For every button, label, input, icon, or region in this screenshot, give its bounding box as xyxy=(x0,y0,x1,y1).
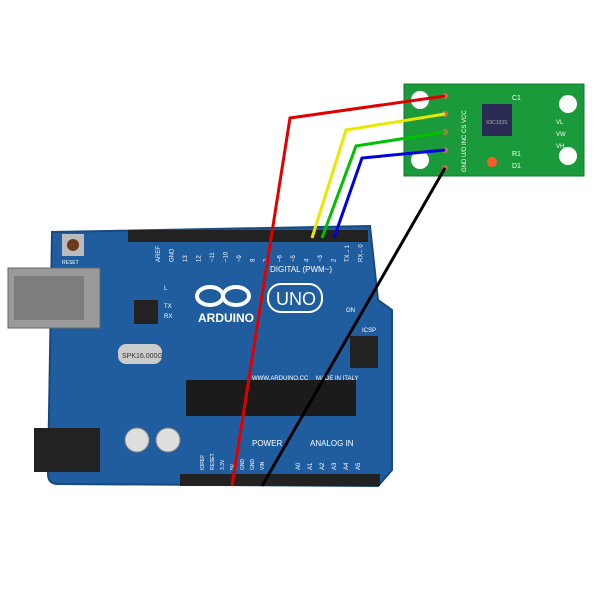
wire-ud xyxy=(332,148,446,239)
pot-pin-label: VL xyxy=(556,120,564,126)
capacitor xyxy=(124,427,150,453)
crystal xyxy=(118,344,162,364)
digital-label: DIGITAL (PWM~) xyxy=(270,265,332,274)
x9c103s-chip xyxy=(482,104,512,136)
tx-label: TX xyxy=(164,304,172,310)
digital-pin-label: 12 xyxy=(197,255,203,262)
analog-label: ANALOG IN xyxy=(310,439,354,448)
digital-pin-label: 13 xyxy=(183,255,189,262)
power-pin-label: RESET xyxy=(210,453,216,470)
digital-pin-label: ~9 xyxy=(237,254,243,262)
power-pin-label: IOREF xyxy=(200,455,206,470)
icsp-label: ICSP xyxy=(362,328,376,334)
reset-label: RESET xyxy=(62,260,79,266)
module-pin-labels: GND U/D INC CS VCC xyxy=(462,110,468,172)
power-pin-label: 3.3V xyxy=(220,459,226,470)
board-model: UNO xyxy=(276,289,316,309)
power-label: POWER xyxy=(252,439,282,448)
arduino-board: SPK16.000G UNO ARDUINO DIGITAL (PWM~) WW… xyxy=(7,224,393,488)
digital-potentiometer-module: X9C103S C1 R1 D1 GND U/D INC CS VCC VL VW… xyxy=(403,83,585,177)
crystal-label: SPK16.000G xyxy=(122,353,163,360)
rx-label: RX xyxy=(164,314,172,320)
power-pin-label: GND xyxy=(250,459,256,471)
board-brand: ARDUINO xyxy=(198,311,254,325)
analog-pin-label: A5 xyxy=(356,462,362,470)
wire-inc xyxy=(320,130,446,239)
analog-pin-label: A0 xyxy=(296,462,302,470)
digital-pin-label: ~11 xyxy=(210,252,216,262)
power-pin-label: VIN xyxy=(260,461,266,470)
pot-pin-label: VW xyxy=(556,132,566,138)
r1-label: R1 xyxy=(512,151,521,158)
url-label: WWW.ARDUINO.CC xyxy=(252,376,309,382)
d1-label: D1 xyxy=(512,163,521,170)
usb-chip xyxy=(134,300,158,324)
digital-pin-label: ~10 xyxy=(224,251,230,262)
led-d1 xyxy=(487,157,497,167)
digital-pin-label: ~5 xyxy=(291,254,297,262)
digital-pin-label: ~3 xyxy=(318,254,324,262)
analog-pin-label: A3 xyxy=(332,462,338,470)
power-pin-label: GND xyxy=(240,459,246,471)
arduino-logo xyxy=(195,285,251,307)
digital-pin-label: 4 xyxy=(305,258,311,262)
digital-pin-label: AREF xyxy=(156,246,162,262)
wire-vcc xyxy=(230,94,446,487)
power-analog-header xyxy=(180,474,380,486)
digital-pin-label: GND xyxy=(170,248,176,262)
icsp-header xyxy=(350,336,378,368)
chip-label: X9C103S xyxy=(486,120,508,126)
capacitor xyxy=(155,427,181,453)
power-jack xyxy=(34,428,100,472)
c1-label: C1 xyxy=(512,95,521,102)
l-label: L xyxy=(164,286,168,292)
digital-pin-label: 2 xyxy=(332,258,338,262)
made-in-label: MADE IN ITALY xyxy=(316,376,358,382)
atmega-chip xyxy=(186,380,356,416)
pot-pin-label: VH xyxy=(556,144,564,150)
analog-pin-label: A4 xyxy=(344,462,350,470)
digital-pin-label: RX←0 xyxy=(359,244,365,262)
digital-header xyxy=(128,230,368,242)
digital-pin-label: 8 xyxy=(251,258,257,262)
analog-pin-label: A2 xyxy=(320,462,326,470)
wire-gnd xyxy=(260,167,447,487)
digital-pin-label: TX→1 xyxy=(345,244,351,262)
analog-pin-label: A1 xyxy=(308,462,314,470)
wire-cs xyxy=(310,112,446,239)
power-pin-label: 5V xyxy=(230,463,236,470)
on-label: ON xyxy=(346,308,355,314)
digital-pin-label: ~6 xyxy=(278,254,284,262)
